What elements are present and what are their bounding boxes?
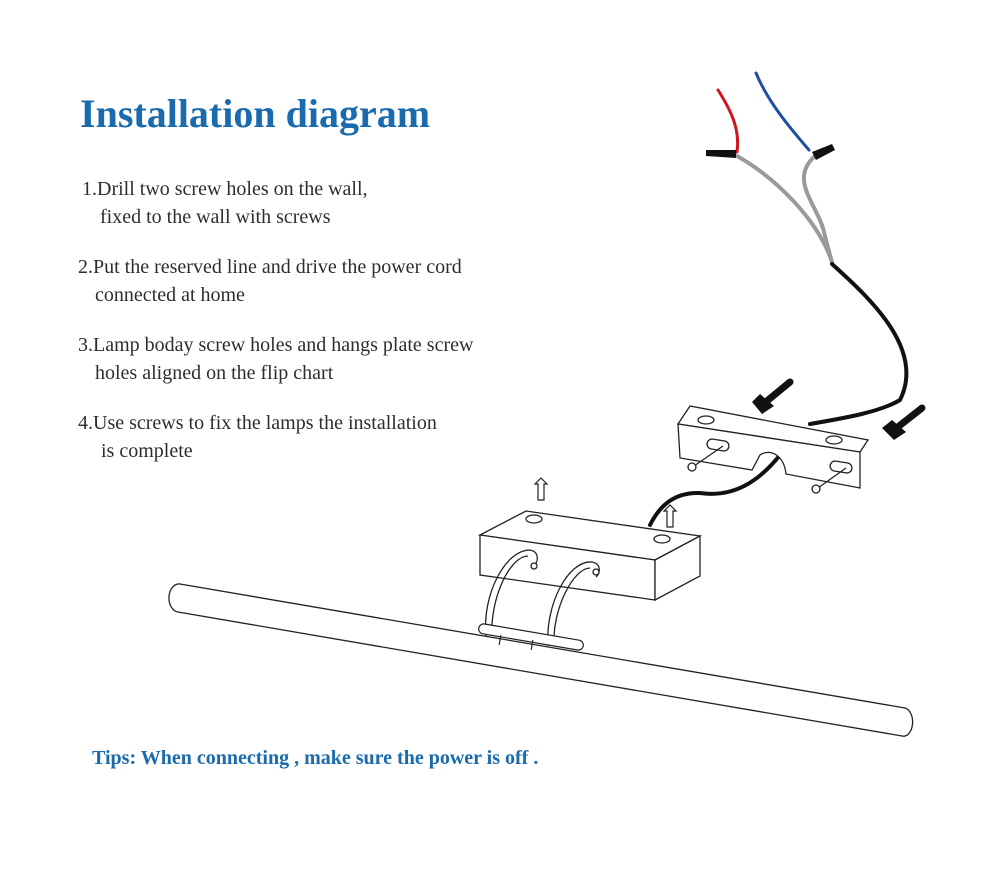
support-arms — [484, 549, 600, 647]
step-3: 3.Lamp boday screw holes and hangs plate… — [78, 331, 558, 387]
lamp-tube — [168, 583, 914, 737]
step-1: 1.Drill two screw holes on the wall, fix… — [78, 175, 558, 231]
step-1-line-1: 1.Drill two screw holes on the wall, — [82, 178, 368, 200]
step-2: 2.Put the reserved line and drive the po… — [78, 253, 558, 309]
instruction-list: 1.Drill two screw holes on the wall, fix… — [78, 175, 558, 487]
step-3-line-2: holes aligned on the flip chart — [95, 362, 334, 384]
connector-right — [812, 144, 835, 160]
connector-left — [706, 150, 736, 158]
step-2-line-1: 2.Put the reserved line and drive the po… — [78, 256, 462, 278]
tube-clamp — [478, 623, 584, 651]
black-cable-lower — [648, 453, 782, 527]
step-1-line-2: fixed to the wall with screws — [100, 206, 331, 228]
page-title: Installation diagram — [80, 91, 431, 136]
red-wire — [716, 88, 740, 154]
blue-wire — [754, 71, 811, 152]
safety-tip: Tips: When connecting , make sure the po… — [92, 747, 539, 769]
step-4: 4.Use screws to fix the lamps the instal… — [78, 409, 558, 465]
step-4-line-2: is complete — [101, 440, 193, 462]
wall-screw-2 — [882, 404, 926, 440]
power-wires — [648, 71, 909, 527]
alignment-arrows — [533, 477, 678, 528]
arrow-up-icon — [533, 477, 549, 501]
wire-connectors — [706, 144, 835, 160]
grey-wire-right — [801, 154, 834, 264]
arrow-up-icon-2 — [662, 504, 678, 528]
black-cable-upper — [808, 262, 909, 426]
step-4-line-1: 4.Use screws to fix the lamps the instal… — [78, 412, 437, 434]
step-3-line-1: 3.Lamp boday screw holes and hangs plate… — [78, 334, 474, 356]
wall-screw-1 — [752, 378, 794, 414]
grey-wire-left — [735, 154, 834, 264]
mounting-plate — [676, 405, 870, 494]
step-2-line-2: connected at home — [95, 284, 245, 306]
